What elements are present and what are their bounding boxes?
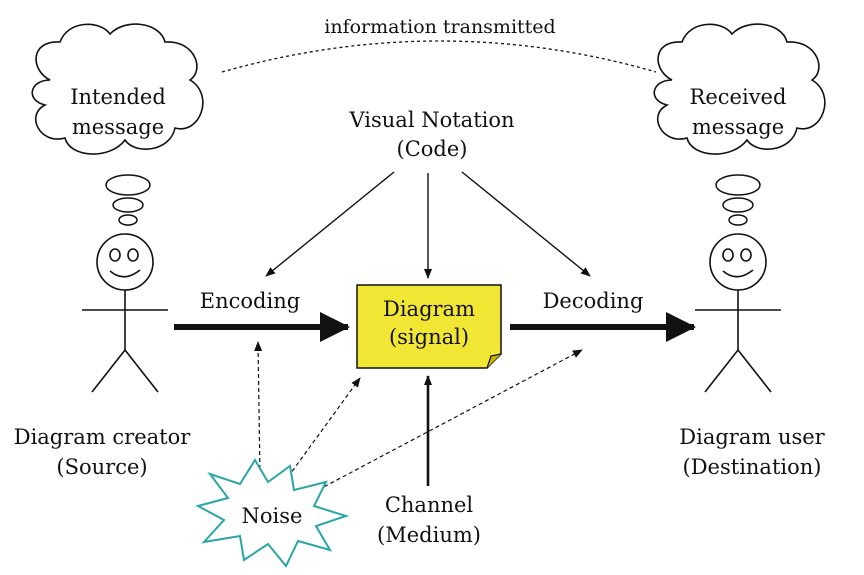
destination-thought-cloud: Received message [653, 23, 826, 155]
code-to-encoding-arrow [265, 171, 395, 277]
information-transmitted-curve [221, 40, 657, 73]
code-label-line1: Visual Notation [348, 108, 514, 132]
destination-thought-bubble [728, 214, 748, 226]
source-thought-line2: message [72, 115, 164, 139]
channel-label-line2: (Medium) [377, 523, 481, 547]
destination-thought-line2: message [692, 115, 784, 139]
channel-label-line1: Channel [385, 493, 474, 517]
information-transmitted-label: information transmitted [324, 16, 555, 38]
source-thought-cloud: Intended message [31, 23, 204, 155]
source-thought-bubble [105, 174, 151, 196]
noise-to-decoding-arrow [317, 349, 583, 491]
destination-stick-figure [695, 233, 781, 393]
signal-label-line2: (signal) [389, 325, 469, 349]
source-label-line1: Diagram creator [14, 425, 191, 449]
source-thought-bubble [112, 197, 144, 213]
destination-label-line2: (Destination) [683, 455, 822, 479]
source-thought-line1: Intended [70, 85, 166, 109]
destination-thought-bubble [715, 174, 761, 196]
destination-thought-bubble [722, 197, 754, 213]
noise-label: Noise [242, 504, 303, 528]
destination-label-line1: Diagram user [679, 425, 825, 449]
noise-starburst: Noise [195, 458, 350, 568]
source-thought-bubble [118, 214, 138, 226]
encoding-label: Encoding [200, 289, 300, 313]
code-label-line2: (Code) [397, 137, 468, 161]
signal-note: Diagram (signal) [356, 284, 502, 369]
code-to-decoding-arrow [461, 171, 591, 277]
noise-to-encoding-arrow [254, 341, 263, 477]
destination-thought-line1: Received [690, 85, 787, 109]
source-label-line2: (Source) [56, 455, 147, 479]
noise-to-signal-arrow [287, 377, 361, 478]
source-stick-figure [82, 233, 168, 393]
signal-label-line1: Diagram [383, 297, 475, 321]
decoding-label: Decoding [543, 289, 644, 313]
